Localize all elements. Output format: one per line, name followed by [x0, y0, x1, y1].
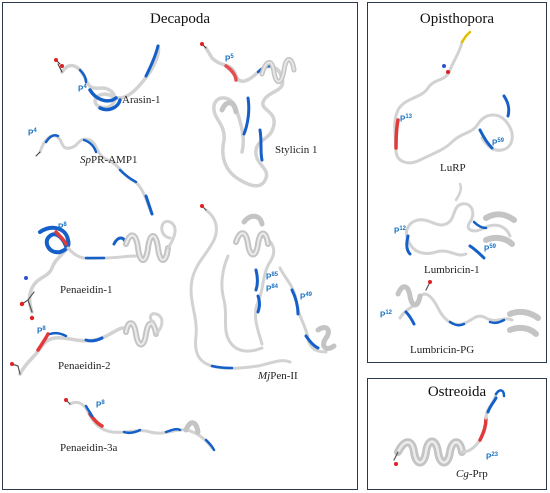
cgprp-label-rest: -Prp [468, 468, 488, 480]
arasin1-marker-letter: P [78, 84, 84, 94]
cgprp-label: Cg-Prp [456, 468, 488, 480]
lumbricin1-marker1-number: 12 [399, 226, 407, 232]
penaeidin1-structure [19, 219, 177, 321]
lumbricinpg-label: Lumbricin-PG [410, 344, 475, 356]
penaeidin3a-marker-number: 8 [101, 400, 105, 406]
penaeidin1-label: Penaeidin-1 [60, 284, 113, 296]
mjpen2-proline-marker-3: P49 [300, 292, 312, 302]
mjpen2-marker3-letter: P [300, 292, 306, 302]
penaeidin1-proline-marker: P8 [58, 222, 67, 232]
penaeidin1-marker-letter: P [58, 222, 64, 232]
mjpen2-marker2-number: 84 [271, 284, 279, 290]
mjpen2-marker1-number: 85 [271, 272, 279, 278]
mjpen2-marker1-letter: P [266, 272, 272, 282]
mjpen2-label-rest: Pen-II [270, 370, 298, 382]
cgprp-label-italic: Cg [456, 468, 469, 480]
stylicin1-structure [200, 42, 297, 188]
sppramp1-proline-marker: P4 [28, 128, 37, 138]
penaeidin3a-label: Penaeidin-3a [60, 442, 118, 454]
lurp-structure [393, 30, 514, 165]
lumbricin1-proline-marker-1: P12 [394, 226, 406, 236]
sppramp1-label-italic: Sp [80, 154, 91, 166]
lurp-proline-marker-2: P59 [492, 138, 504, 148]
lumbricin1-marker1-letter: P [394, 226, 400, 236]
lumbricinpg-marker-letter: P [380, 310, 386, 320]
arasin1-label: Arasin-1 [122, 94, 161, 106]
penaeidin2-proline-marker: P8 [37, 326, 46, 336]
lurp-marker2-number: 59 [497, 138, 505, 144]
mjpen2-marker3-number: 49 [305, 292, 313, 298]
lurp-marker1-letter: P [400, 114, 406, 124]
lurp-label: LuRP [440, 162, 466, 174]
sppramp1-label: SpPR-AMP1 [80, 154, 137, 166]
mjpen2-label-italic: Mj [258, 370, 271, 382]
mjpen2-structure [189, 204, 337, 370]
cgprp-marker-letter: P [486, 452, 492, 462]
mjpen2-proline-marker-2: P84 [266, 284, 278, 294]
lumbricinpg-proline-marker: P12 [380, 310, 392, 320]
penaeidin1-marker-number: 8 [63, 222, 67, 228]
stylicin1-proline-marker: P5 [225, 54, 234, 64]
penaeidin2-marker-number: 8 [42, 326, 46, 332]
stylicin1-marker-number: 5 [230, 54, 234, 60]
decapoda-panel: Decapoda [2, 2, 358, 490]
penaeidin2-marker-letter: P [37, 326, 43, 336]
ostreoida-panel: Ostreoida [367, 378, 547, 490]
penaeidin2-label: Penaeidin-2 [58, 360, 111, 372]
arasin1-proline-marker: P4 [78, 84, 87, 94]
penaeidin2-structure [10, 312, 164, 376]
arasin1-structure [54, 44, 161, 112]
sppramp1-marker-letter: P [28, 128, 34, 138]
lurp-proline-marker-1: P13 [400, 114, 412, 124]
penaeidin3a-marker-letter: P [96, 400, 102, 410]
penaeidin3a-structure [64, 398, 216, 452]
sppramp1-label-rest: PR-AMP1 [91, 154, 138, 166]
lurp-marker1-number: 13 [405, 114, 413, 120]
lumbricinpg-marker-number: 12 [385, 310, 393, 316]
opisthopora-title: Opisthopora [419, 11, 495, 27]
stylicin1-label: Stylicin 1 [275, 144, 318, 156]
opisthopora-panel: Opisthopora [367, 2, 547, 363]
stylicin1-marker-letter: P [225, 54, 231, 64]
penaeidin3a-proline-marker: P8 [96, 400, 105, 410]
lumbricinpg-structure [395, 280, 541, 337]
sppramp1-structure [35, 134, 154, 216]
ostreoida-title: Ostreoida [427, 384, 487, 400]
lurp-marker2-letter: P [492, 138, 498, 148]
lumbricin1-marker2-number: 59 [489, 244, 497, 250]
mjpen2-label: MjPen-II [258, 370, 298, 382]
lumbricin1-structure [404, 182, 517, 260]
arasin1-marker-number: 4 [83, 84, 87, 90]
mjpen2-proline-marker-1: P85 [266, 272, 278, 282]
cgprp-marker-number: 23 [491, 452, 499, 458]
sppramp1-marker-number: 4 [33, 128, 37, 134]
cgprp-structure [393, 389, 506, 467]
decapoda-title: Decapoda [150, 11, 210, 27]
cgprp-proline-marker: P23 [486, 452, 498, 462]
lumbricin1-proline-marker-2: P59 [484, 244, 496, 254]
lumbricin1-marker2-letter: P [484, 244, 490, 254]
mjpen2-marker2-letter: P [266, 284, 272, 294]
lumbricin1-label: Lumbricin-1 [424, 264, 480, 276]
